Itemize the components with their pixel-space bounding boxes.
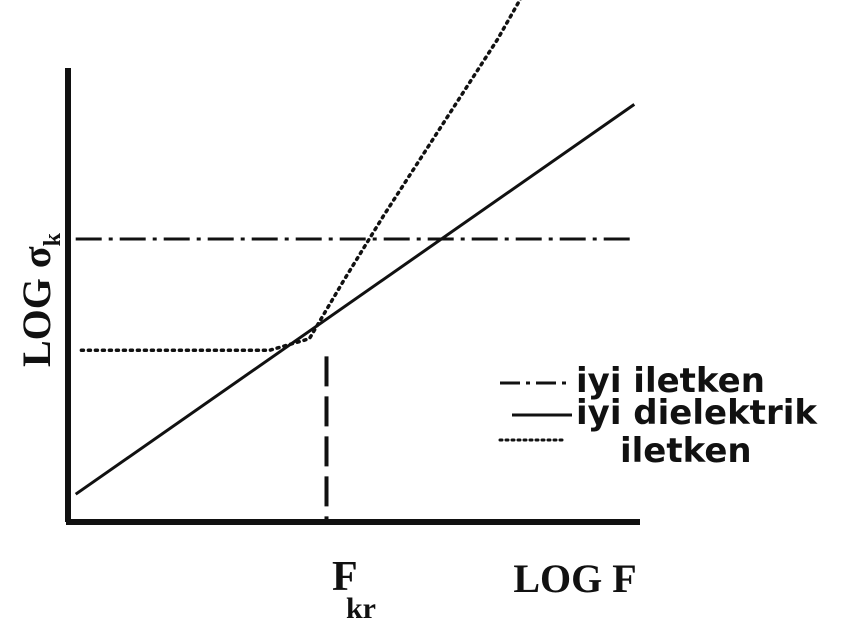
legend-label-iletken: iletken [620, 431, 752, 471]
legend-label-iyi-iletken: iyi iletken [576, 361, 765, 401]
series-iletken-line [79, 0, 522, 353]
legend: iyi iletken iyi dielektrik iletken [498, 361, 818, 471]
legend-label-iyi-dielektrik: iyi dielektrik [576, 393, 818, 433]
x-axis-label: LOG F [513, 556, 636, 601]
critical-frequency-subscript: kr [346, 592, 376, 622]
series-iyi-dielektrik-line [74, 103, 636, 496]
y-axis-label-subscript: k [40, 232, 66, 246]
critical-frequency-label: F [332, 554, 358, 600]
y-axis-label: LOG σk [14, 232, 66, 367]
